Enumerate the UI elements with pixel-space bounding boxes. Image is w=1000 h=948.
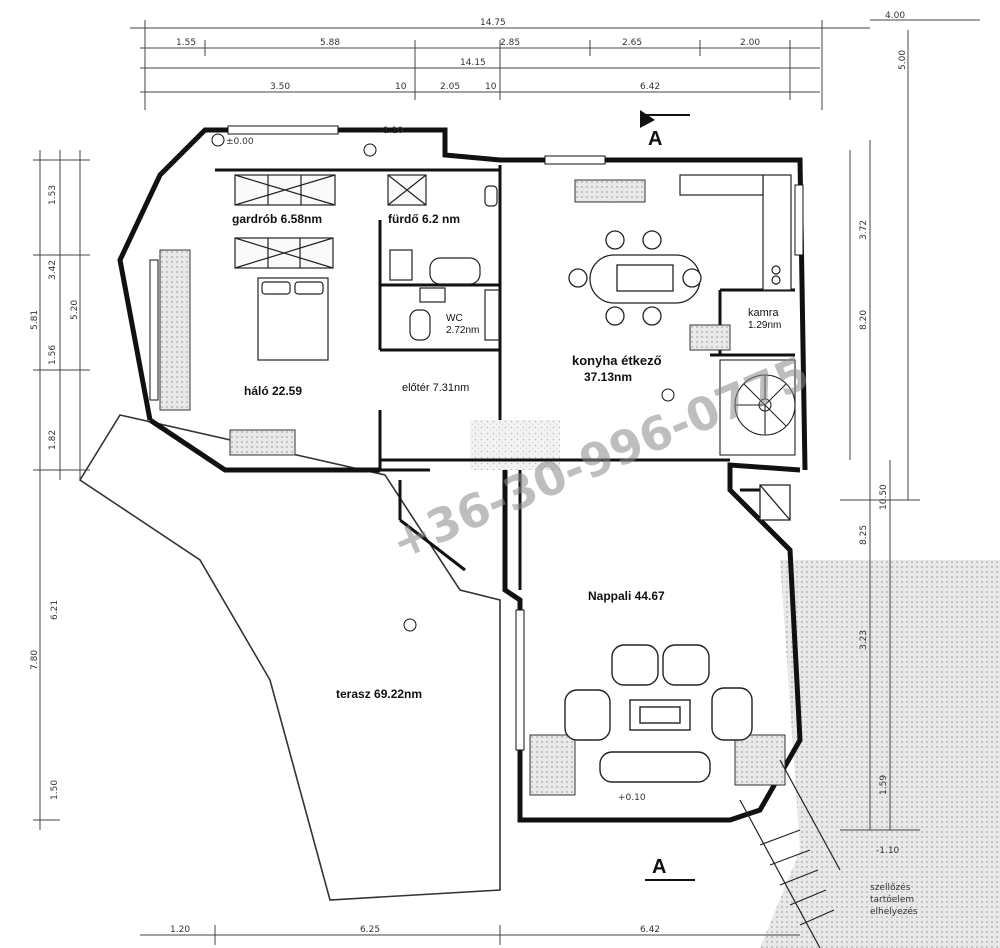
room-labels: gardrób 6.58nm fürdő 6.2 nm WC 2.72nm há… (232, 212, 781, 701)
fireplace (759, 484, 791, 521)
dim-right-0: 5.00 (898, 50, 908, 70)
dim-right-2: 8.20 (859, 310, 869, 330)
garden-shading (760, 560, 1000, 948)
drawing-notes: szellőzés tartóelem elhelyezés (870, 882, 918, 917)
dim-r3-0: 3.50 (270, 82, 290, 92)
note-2: elhelyezés (870, 906, 918, 917)
dim-right-5: 3.23 (859, 630, 869, 650)
room-label-halo: háló 22.59 (244, 384, 302, 398)
dim-r1-1: 5.88 (320, 38, 340, 48)
bed (257, 277, 329, 361)
room-label-konyha-area: 37.13nm (584, 370, 632, 384)
section-marker-bottom: A (645, 856, 695, 881)
dim-left-4: 1.56 (48, 345, 58, 365)
room-label-wc-area: 2.72nm (446, 325, 479, 336)
entry-shading (470, 420, 560, 470)
kitchen-counter (679, 174, 792, 291)
level-0: ±0.00 (226, 137, 254, 147)
dim-bottom-2: 6.42 (640, 925, 660, 935)
room-label-kamra: kamra (748, 307, 779, 319)
dim-left-7: 6.21 (50, 600, 60, 620)
level-2: -1.10 (876, 846, 900, 856)
outer-walls (117, 127, 808, 823)
dim-left-8: 1.50 (50, 780, 60, 800)
right-dim-labels: 5.00 3.72 8.20 10.50 8.25 3.23 1.59 (859, 50, 908, 795)
dim-bottom-1: 6.25 (360, 925, 380, 935)
level-1: -1.10 (380, 126, 404, 136)
outdoor-steps (739, 759, 841, 948)
dim-right-6: 1.59 (879, 775, 889, 795)
dim-r3-3: 10 (485, 82, 497, 92)
note-0: szellőzés (870, 882, 911, 893)
room-label-nappali: Nappali 44.67 (588, 589, 665, 603)
sofa-set (564, 644, 753, 783)
room-label-terasz: terasz 69.22nm (336, 687, 422, 701)
dim-r3-2: 2.05 (440, 82, 460, 92)
spiral-stairs (719, 359, 796, 456)
room-label-furdo: fürdő 6.2 nm (388, 212, 460, 226)
room-label-kamra-area: 1.29nm (748, 320, 781, 331)
section-marker-top: A (640, 110, 690, 150)
left-dimensions (33, 150, 90, 830)
wardrobe-cabinets (234, 174, 427, 269)
dim-left-2: 5.20 (70, 300, 80, 320)
dim-left-5: 1.82 (48, 430, 58, 450)
dim-r1-4: 2.00 (740, 38, 760, 48)
dim-r1-2: 2.85 (500, 38, 520, 48)
dim-r3-1: 10 (395, 82, 407, 92)
room-label-gardrob: gardrób 6.58nm (232, 212, 322, 226)
windows (149, 125, 804, 751)
dim-right: 4.00 (885, 11, 905, 21)
dim-r3-4: 6.42 (640, 82, 660, 92)
bottom-dimensions (140, 925, 800, 945)
dim-r1-0: 1.55 (176, 38, 196, 48)
dim-right-1: 3.72 (859, 220, 869, 240)
level-3: +0.10 (618, 793, 646, 803)
dim-right-3: 10.50 (879, 484, 889, 510)
top-dimensions (130, 19, 980, 110)
section-marker-a-bottom: A (652, 856, 666, 878)
dim-r2: 14.15 (460, 58, 486, 68)
room-label-konyha: konyha étkező (572, 353, 662, 368)
bathroom-fixtures (389, 185, 500, 341)
dim-left-0: 1.53 (48, 185, 58, 205)
dim-left-3: 3.42 (48, 260, 58, 280)
dim-total: 14.75 (480, 18, 506, 28)
terrace-outline (78, 414, 501, 901)
left-dim-labels: 1.53 5.81 5.20 3.42 1.56 1.82 7.80 6.21 … (30, 185, 80, 800)
dim-right-4: 8.25 (859, 525, 869, 545)
dim-bottom-0: 1.20 (170, 925, 190, 935)
level-markers: ±0.00 -1.10 -1.10 +0.10 (211, 126, 900, 856)
dining-table (568, 230, 702, 326)
dim-left-1: 5.81 (30, 310, 40, 330)
planters (159, 179, 786, 796)
room-label-eloter: előtér 7.31nm (402, 382, 469, 394)
room-label-wc: WC (446, 313, 463, 324)
dim-r1-3: 2.65 (622, 38, 642, 48)
note-1: tartóelem (870, 894, 914, 905)
dim-left-6: 7.80 (30, 650, 40, 670)
section-marker-a-top: A (648, 128, 662, 150)
right-dimensions (840, 30, 920, 831)
